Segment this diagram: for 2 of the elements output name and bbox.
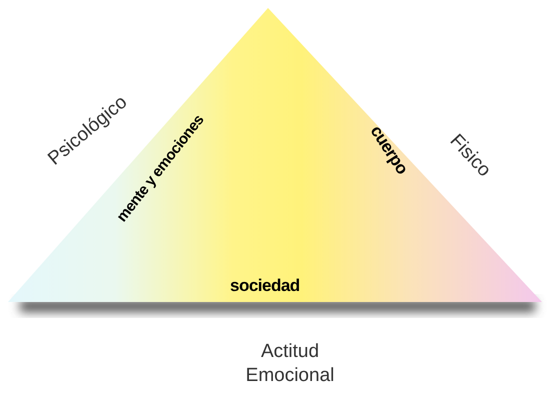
side-label: Actitud Emocional xyxy=(244,340,336,388)
triangle-label: sociedad xyxy=(230,276,300,296)
